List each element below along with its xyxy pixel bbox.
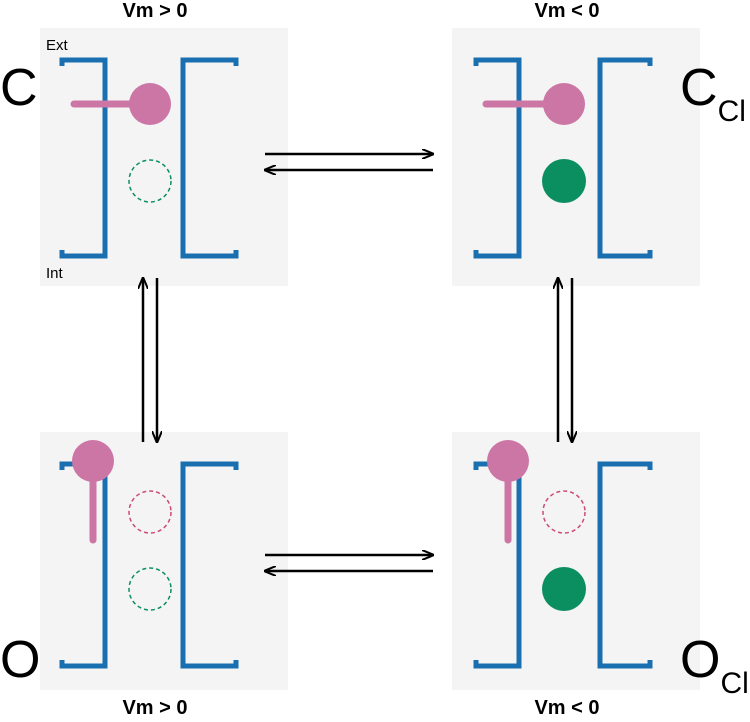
channel-wall-left — [473, 461, 522, 669]
arrows-bottom-horizontal — [265, 555, 433, 571]
gate-ball — [487, 440, 529, 482]
empty-gate-site — [128, 490, 172, 534]
state-label-closed-cl: CCl — [680, 59, 746, 127]
channel-closed-cl — [473, 57, 653, 259]
empty-chloride-site — [128, 159, 172, 203]
channel-wall-left — [59, 461, 108, 669]
channel-wall-right — [180, 57, 239, 259]
channel-wall-right — [597, 57, 653, 259]
state-subscript: Cl — [717, 95, 746, 128]
channel-wall-right — [597, 461, 653, 669]
channel-closed — [59, 57, 239, 259]
state-subscript: Cl — [720, 667, 749, 700]
channel-wall-left — [473, 57, 522, 259]
arrows-top-horizontal — [265, 154, 433, 170]
channel-open-cl — [473, 440, 653, 669]
panel-closed — [40, 28, 288, 286]
voltage-label-top-left: Vm > 0 — [122, 0, 188, 22]
channel-wall-left — [59, 57, 108, 259]
empty-gate-site — [542, 490, 586, 534]
state-label-open-cl: OCl — [680, 631, 749, 699]
intracellular-label: Int — [46, 265, 63, 282]
gate-ball — [129, 83, 171, 125]
arrows-right-vertical — [558, 278, 572, 442]
channel-open — [59, 440, 239, 669]
voltage-label-bottom-right: Vm < 0 — [534, 697, 600, 719]
voltage-label-top-right: Vm < 0 — [534, 0, 600, 22]
panel-closed-cl — [452, 28, 700, 286]
arrows-left-vertical — [143, 278, 157, 442]
channel-wall-right — [180, 461, 239, 669]
chloride-ion — [542, 567, 586, 611]
state-letter: O — [680, 631, 721, 689]
state-label-open: O — [0, 631, 41, 689]
gate-ball — [543, 83, 585, 125]
state-label-closed: C — [0, 59, 38, 117]
gate-ball — [72, 440, 114, 482]
state-letter: C — [680, 59, 718, 117]
empty-chloride-site — [128, 567, 172, 611]
voltage-label-bottom-left: Vm > 0 — [122, 697, 188, 719]
chloride-ion — [542, 159, 586, 203]
extracellular-label: Ext — [46, 37, 68, 54]
